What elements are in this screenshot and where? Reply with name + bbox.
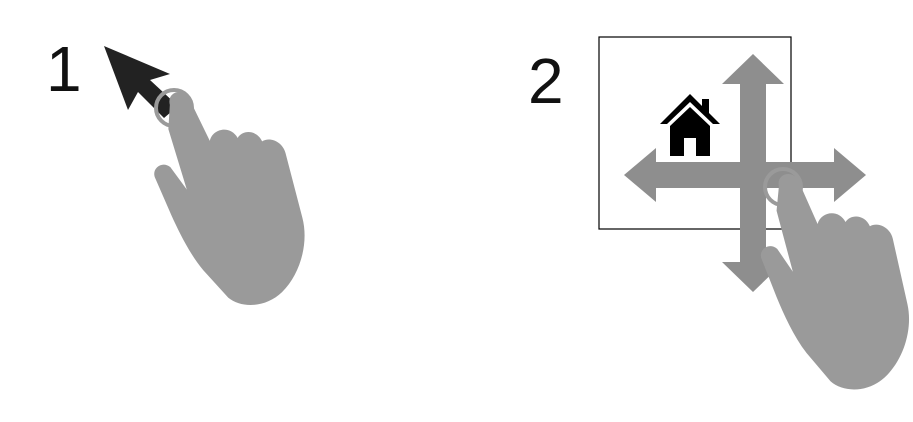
step-1-number: 1 [46,33,82,105]
step-2-number: 2 [528,45,564,117]
cursor-arrow-icon [104,46,178,118]
pointing-hand-icon [145,80,312,314]
home-icon [660,94,720,156]
